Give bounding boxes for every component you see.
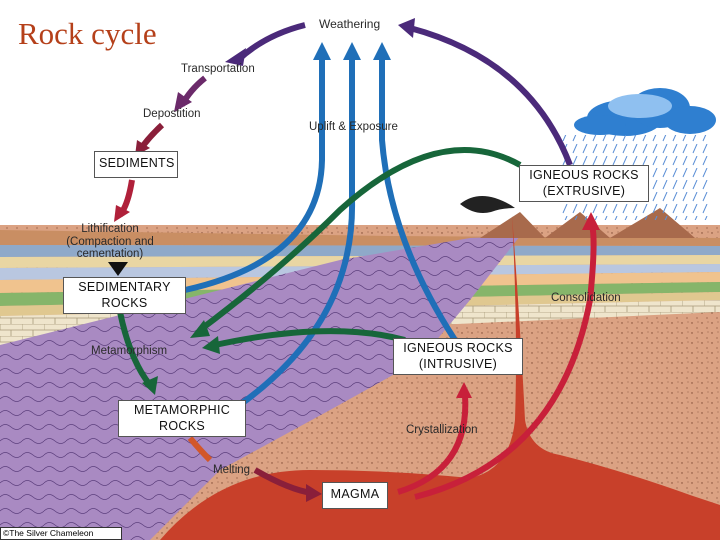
- image-credit: ©The Silver Chameleon: [0, 527, 122, 540]
- box-extrusive-line1: IGNEOUS ROCKS: [529, 168, 639, 182]
- box-magma-text: MAGMA: [330, 487, 380, 501]
- arrow-intrusive-metamorphism: [214, 328, 406, 348]
- volcano-smoke: [460, 196, 515, 213]
- arrow-uplift-sedimentary: [184, 55, 325, 293]
- box-metamorphic-line2: ROCKS: [159, 418, 205, 433]
- box-sediments: SEDIMENTS: [94, 151, 178, 178]
- label-lithification: Lithification (Compaction and cementatio…: [60, 223, 160, 261]
- label-lithification-line2: (Compaction and: [66, 235, 154, 248]
- box-sedimentary-line2: ROCKS: [101, 295, 148, 310]
- label-crystallization: Crystallization: [406, 424, 478, 436]
- box-intrusive-line1: IGNEOUS ROCKS: [403, 341, 513, 355]
- label-lithification-line3: cementation): [76, 248, 144, 261]
- label-transportation: Transportation: [181, 63, 255, 75]
- arrow-metamorphic-melting: [187, 436, 213, 463]
- label-lithification-line1: Lithification: [81, 223, 139, 235]
- box-metamorphic-line1: METAMORPHIC: [133, 403, 231, 417]
- arrow-uplift-intrusive: [379, 55, 458, 342]
- arrow-uplift-metamorphic: [223, 55, 356, 418]
- box-extrusive-line2: (EXTRUSIVE): [542, 183, 626, 198]
- magma-chamber: [160, 215, 720, 540]
- label-consolidation: Consolidation: [551, 292, 621, 304]
- label-deposition: Depostition: [143, 108, 201, 120]
- label-metamorphism: Metamorphism: [91, 345, 168, 357]
- box-sediments-text: SEDIMENTS: [99, 156, 175, 170]
- box-sedimentary-rocks: SEDIMENTARY ROCKS: [63, 277, 186, 314]
- slide-title: Rock cycle: [18, 16, 157, 51]
- arrow-magma-crystallization: [397, 394, 469, 495]
- box-igneous-extrusive: IGNEOUS ROCKS (EXTRUSIVE): [519, 165, 649, 202]
- box-metamorphic-rocks: METAMORPHIC ROCKS: [118, 400, 246, 437]
- arrow-lithification-sedimentary: [108, 262, 128, 276]
- arrow-magma-consolidation: [414, 224, 597, 500]
- arrow-extrusive-weathering: [409, 25, 573, 167]
- box-magma: MAGMA: [322, 482, 388, 509]
- label-uplift-exposure: Uplift & Exposure: [309, 121, 398, 133]
- arrow-extrusive-metamorphism: [198, 147, 522, 333]
- box-intrusive-line2: (INTRUSIVE): [418, 356, 498, 371]
- arrow-weathering-transport: [235, 22, 306, 63]
- label-weathering: Weathering: [319, 17, 381, 31]
- arrow-sedimentary-metamorphic: [117, 311, 153, 387]
- box-igneous-intrusive: IGNEOUS ROCKS (INTRUSIVE): [393, 338, 523, 375]
- label-melting: Melting: [213, 464, 251, 476]
- box-sedimentary-line1: SEDIMENTARY: [78, 280, 171, 294]
